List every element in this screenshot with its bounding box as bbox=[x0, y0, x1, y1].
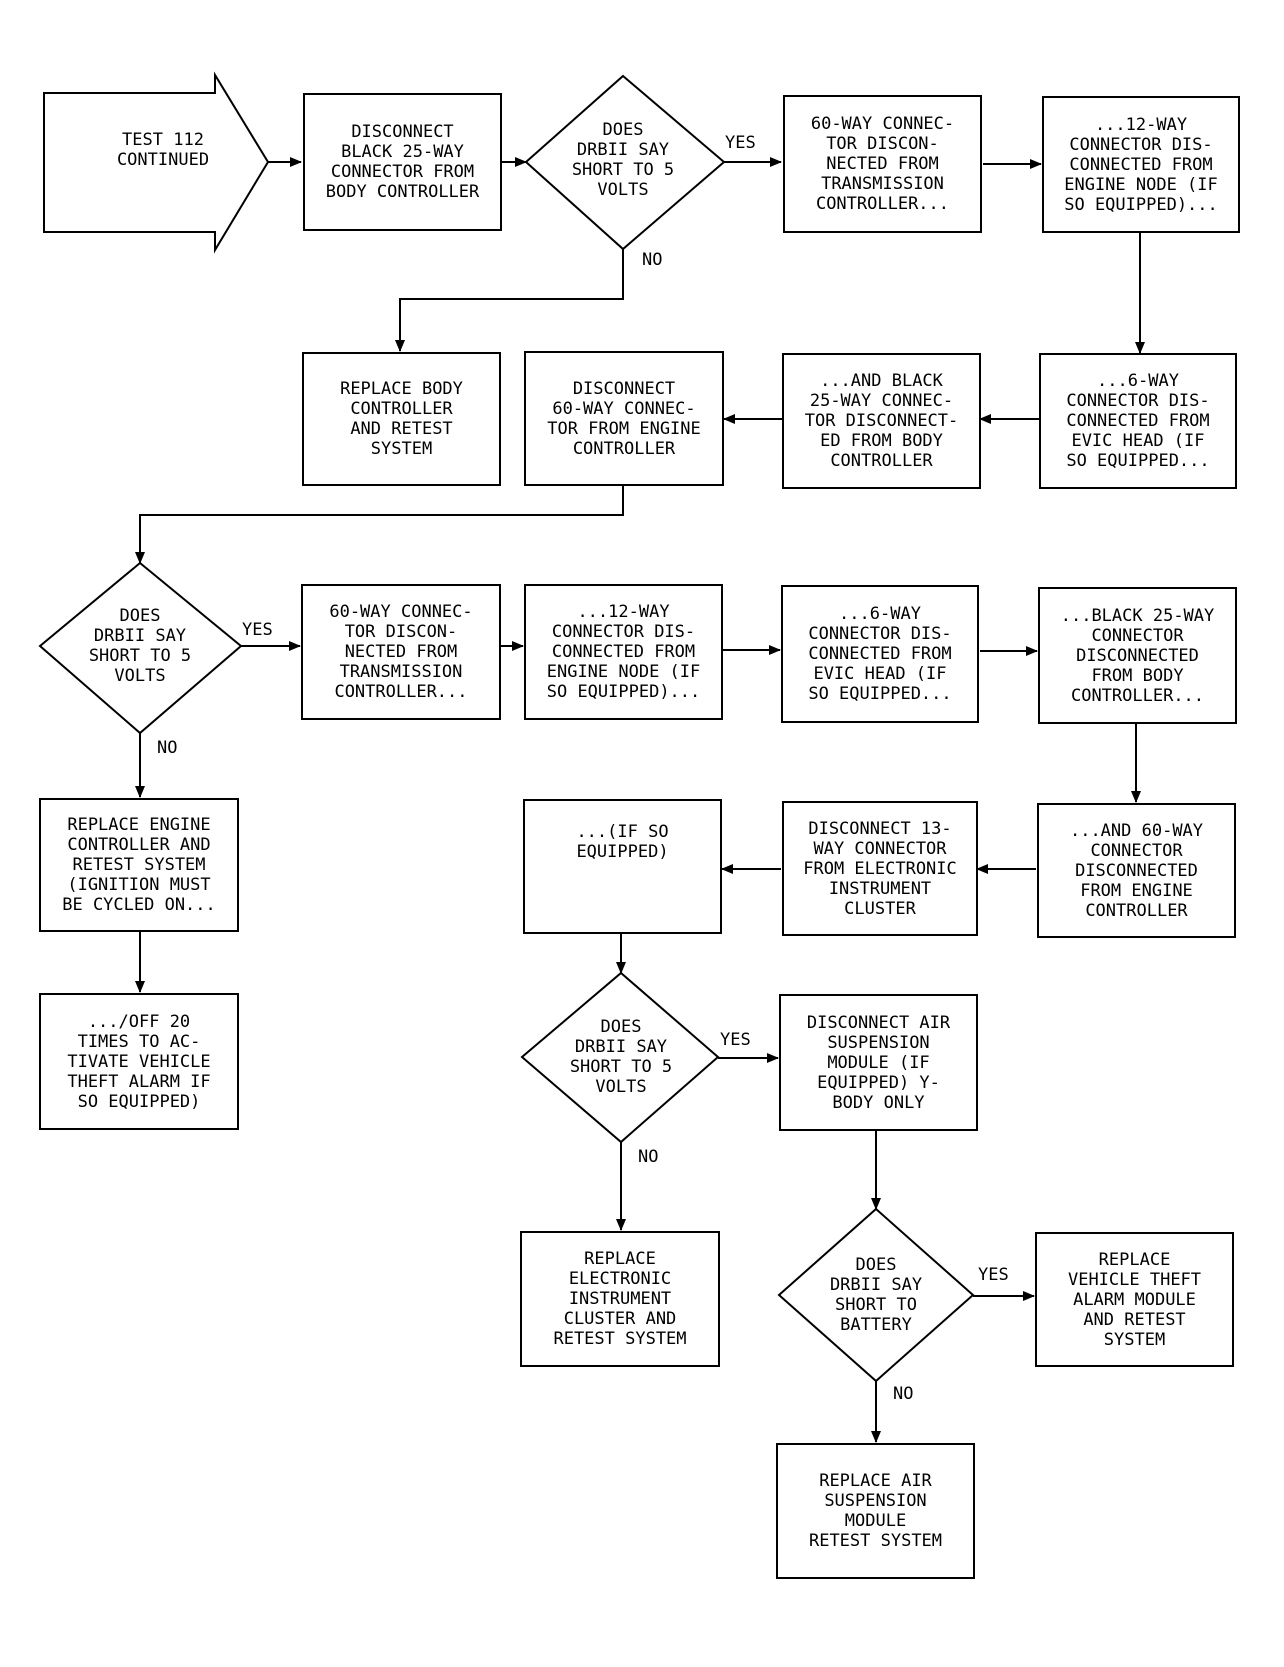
box-text: .../OFF 20 TIMES TO AC- TIVATE VEHICLE T… bbox=[67, 1011, 211, 1112]
no-label-2: NO bbox=[157, 738, 178, 758]
decision-4-text: DOES DRBII SAY SHORT TO BATTERY bbox=[829, 1255, 923, 1335]
disconnect-air-suspension-box: DISCONNECT AIR SUSPENSION MODULE (IF EQU… bbox=[779, 994, 978, 1131]
replace-air-suspension-box: REPLACE AIR SUSPENSION MODULE RETEST SYS… bbox=[776, 1443, 975, 1579]
no-label-4: NO bbox=[893, 1384, 914, 1404]
6way-evic-head-box-2: ...6-WAY CONNECTOR DIS- CONNECTED FROM E… bbox=[781, 585, 979, 723]
and-black-25way-box: ...AND BLACK 25-WAY CONNEC- TOR DISCONNE… bbox=[782, 353, 981, 489]
black-25way-body-box: ...BLACK 25-WAY CONNECTOR DISCONNECTED F… bbox=[1038, 587, 1237, 724]
box-text: ...6-WAY CONNECTOR DIS- CONNECTED FROM E… bbox=[808, 604, 952, 704]
box-text: REPLACE ENGINE CONTROLLER AND RETEST SYS… bbox=[62, 815, 216, 915]
no-label-1: NO bbox=[642, 250, 663, 270]
yes-label-4: YES bbox=[978, 1265, 1009, 1285]
box-text: REPLACE VEHICLE THEFT ALARM MODULE AND R… bbox=[1067, 1249, 1202, 1350]
box-text: REPLACE ELECTRONIC INSTRUMENT CLUSTER AN… bbox=[553, 1249, 687, 1349]
disconnect-60way-engine-box: DISCONNECT 60-WAY CONNEC- TOR FROM ENGIN… bbox=[524, 351, 724, 486]
box-text: 60-WAY CONNEC- TOR DISCON- NECTED FROM T… bbox=[329, 602, 473, 702]
box-text: REPLACE AIR SUSPENSION MODULE RETEST SYS… bbox=[808, 1471, 943, 1551]
box-text: ...AND 60-WAY CONNECTOR DISCONNECTED FRO… bbox=[1069, 820, 1204, 921]
replace-body-controller-box: REPLACE BODY CONTROLLER AND RETEST SYSTE… bbox=[302, 352, 501, 486]
box-text: 60-WAY CONNEC- TOR DISCON- NECTED FROM T… bbox=[810, 114, 955, 214]
box-text: ...12-WAY CONNECTOR DIS- CONNECTED FROM … bbox=[1064, 114, 1218, 215]
replace-engine-controller-box: REPLACE ENGINE CONTROLLER AND RETEST SYS… bbox=[39, 798, 239, 932]
box-text: DISCONNECT 13- WAY CONNECTOR FROM ELECTR… bbox=[803, 818, 957, 919]
yes-label-3: YES bbox=[720, 1030, 751, 1050]
start-label: TEST 112 CONTINUED bbox=[116, 130, 210, 170]
decision-2-text: DOES DRBII SAY SHORT TO 5 VOLTS bbox=[88, 606, 192, 686]
12way-engine-node-box-1: ...12-WAY CONNECTOR DIS- CONNECTED FROM … bbox=[1042, 96, 1240, 233]
box-text: DISCONNECT BLACK 25-WAY CONNECTOR FROM B… bbox=[325, 122, 480, 202]
60way-transmission-box-1: 60-WAY CONNEC- TOR DISCON- NECTED FROM T… bbox=[783, 95, 982, 233]
disconnect-13way-box: DISCONNECT 13- WAY CONNECTOR FROM ELECTR… bbox=[782, 801, 978, 936]
no-label-3: NO bbox=[638, 1147, 659, 1167]
box-text: ...(IF SO EQUIPPED) bbox=[576, 821, 669, 862]
12way-engine-node-box-2: ...12-WAY CONNECTOR DIS- CONNECTED FROM … bbox=[524, 584, 723, 720]
and-60way-engine-box: ...AND 60-WAY CONNECTOR DISCONNECTED FRO… bbox=[1037, 803, 1236, 938]
replace-instrument-cluster-box: REPLACE ELECTRONIC INSTRUMENT CLUSTER AN… bbox=[520, 1231, 720, 1367]
box-text: DISCONNECT AIR SUSPENSION MODULE (IF EQU… bbox=[806, 1012, 951, 1113]
6way-evic-head-box-1: ...6-WAY CONNECTOR DIS- CONNECTED FROM E… bbox=[1039, 353, 1237, 489]
box-text: ...AND BLACK 25-WAY CONNEC- TOR DISCONNE… bbox=[804, 371, 959, 471]
box-text: ...BLACK 25-WAY CONNECTOR DISCONNECTED F… bbox=[1060, 605, 1215, 706]
start-arrow-shape bbox=[43, 71, 270, 254]
yes-label-2: YES bbox=[242, 620, 273, 640]
off-20-times-box: .../OFF 20 TIMES TO AC- TIVATE VEHICLE T… bbox=[39, 993, 239, 1130]
decision-1-text: DOES DRBII SAY SHORT TO 5 VOLTS bbox=[571, 120, 675, 200]
if-so-equipped-box: ...(IF SO EQUIPPED) bbox=[523, 799, 722, 934]
decision-3-text: DOES DRBII SAY SHORT TO 5 VOLTS bbox=[569, 1017, 673, 1097]
box-text: DISCONNECT 60-WAY CONNEC- TOR FROM ENGIN… bbox=[547, 378, 701, 459]
box-text: ...6-WAY CONNECTOR DIS- CONNECTED FROM E… bbox=[1066, 371, 1210, 471]
box-text: REPLACE BODY CONTROLLER AND RETEST SYSTE… bbox=[340, 379, 463, 459]
replace-theft-alarm-box: REPLACE VEHICLE THEFT ALARM MODULE AND R… bbox=[1035, 1232, 1234, 1367]
yes-label-1: YES bbox=[725, 133, 756, 153]
disconnect-black-25way-box: DISCONNECT BLACK 25-WAY CONNECTOR FROM B… bbox=[303, 93, 502, 231]
60way-transmission-box-2: 60-WAY CONNEC- TOR DISCON- NECTED FROM T… bbox=[301, 584, 501, 720]
box-text: ...12-WAY CONNECTOR DIS- CONNECTED FROM … bbox=[546, 602, 701, 702]
